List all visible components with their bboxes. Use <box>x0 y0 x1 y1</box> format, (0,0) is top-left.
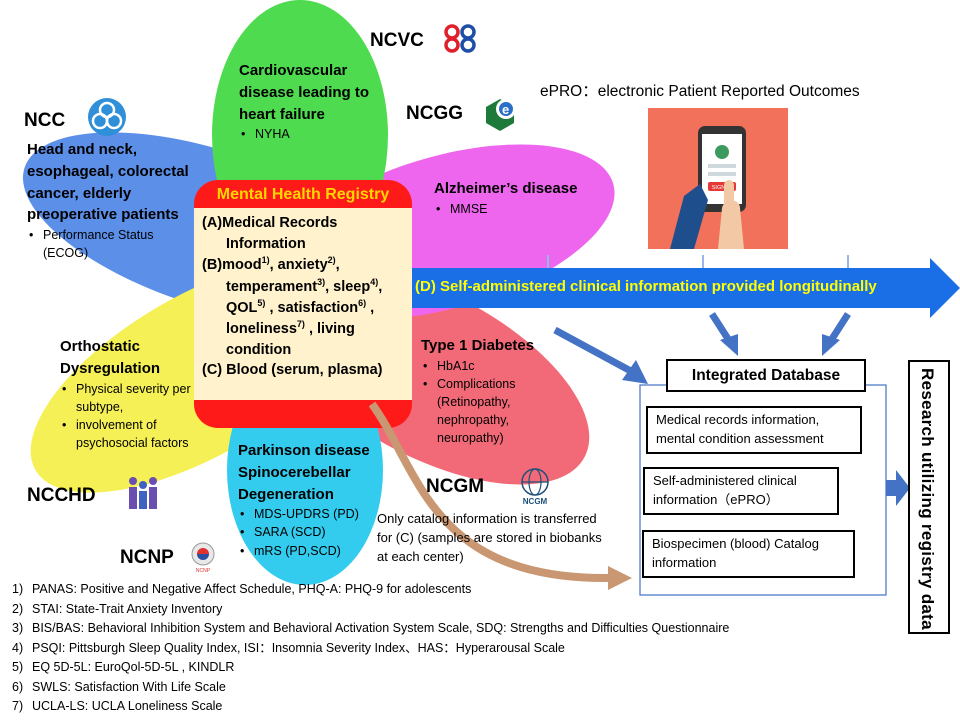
petal-cancer-title: Head and neck, esophageal, colorectal ca… <box>27 141 189 224</box>
registry-b-3: QOL5) , satisfaction6) , <box>226 297 375 316</box>
petal-diabetes-item-1: HbA1c <box>421 357 561 375</box>
epro-title: ePRO：electronic Patient Reported Outcome… <box>540 83 860 100</box>
org-ncnp: NCNP <box>120 547 174 568</box>
org-ncgg: NCGG <box>406 103 463 124</box>
research-box: Research utilizing registry data <box>908 360 950 634</box>
ncgm-logo-icon: NCGM <box>521 468 549 506</box>
registry-body: (A)Medical Records Information (B)mood1)… <box>194 208 412 400</box>
epro-image: SIGN IN <box>648 108 788 249</box>
org-ncchd: NCCHD <box>27 485 96 506</box>
petal-orthostatic-item-2: involvement of psychosocial factors <box>60 416 210 452</box>
registry-title: Mental Health Registry <box>216 186 390 203</box>
petal-parkinson-item-1: MDS-UPDRS (PD) <box>238 505 380 523</box>
database-box-medical: Medical records information, mental cond… <box>646 406 862 454</box>
registry-a: (A)Medical Records <box>202 215 338 231</box>
database-box-biospecimen: Biospecimen (blood) Catalog information <box>642 530 855 578</box>
research-arrow <box>886 470 910 506</box>
database-title: Integrated Database <box>666 359 866 392</box>
smartphone-icon: SIGN IN <box>670 126 746 249</box>
footnote-6: 6)SWLS: Satisfaction With Life Scale <box>12 679 226 694</box>
footnote-2: 2)STAI: State-Trait Anxiety Inventory <box>12 601 223 616</box>
registry-b-1: (B)mood1), anxiety2), <box>202 255 340 273</box>
petal-parkinson-item-3: mRS (PD,SCD) <box>238 542 380 560</box>
petal-orthostatic-text: Orthostatic Dysregulation Physical sever… <box>60 336 210 452</box>
footnote-1: 1)PANAS: Positive and Negative Affect Sc… <box>12 582 472 596</box>
epro-arrow-text: (D) Self-administered clinical informati… <box>415 278 877 295</box>
petal-alzheimer-text: Alzheimer’s disease MMSE <box>434 178 624 218</box>
petal-diabetes-item-2: Complications (Retinopathy, nephropathy,… <box>421 375 557 448</box>
ncnp-logo-icon: NCNP <box>191 542 215 574</box>
footnote-7: 7)UCLA-LS: UCLA Loneliness Scale <box>12 699 223 713</box>
petal-cancer-text: Head and neck, esophageal, colorectal ca… <box>27 139 192 262</box>
epro-arrow-shape <box>370 258 960 318</box>
research-text: Research utilizing registry data <box>918 368 937 630</box>
ncchd-logo-icon <box>129 477 157 509</box>
petal-cardio-item: NYHA <box>239 125 379 143</box>
registry-c: (C) Blood (serum, plasma) <box>202 362 383 379</box>
petal-parkinson-text: Parkinson disease Spinocerebellar Degene… <box>238 440 380 560</box>
registry-b-4: loneliness7) , living <box>226 319 355 338</box>
catalog-note: Only catalog information is transferred … <box>377 511 602 564</box>
catalog-arrow <box>368 401 611 583</box>
ncgg-logo-icon: e <box>486 99 516 131</box>
footnote-4: 4)PSQI: Pittsburgh Sleep Quality Index, … <box>12 640 565 655</box>
ncc-logo-icon <box>88 98 126 136</box>
database-box-epro: Self-administered clinical information（e… <box>643 467 839 515</box>
petal-alzheimer-title: Alzheimer’s disease <box>434 180 578 197</box>
footnotes: 1)PANAS: Positive and Negative Affect Sc… <box>12 580 892 717</box>
petal-parkinson-item-2: SARA (SCD) <box>238 523 380 541</box>
petal-orthostatic-title: Orthostatic Dysregulation <box>60 338 161 377</box>
ncnp-logo-text: NCNP <box>196 568 211 574</box>
petal-diabetes-title: Type 1 Diabetes <box>421 337 535 354</box>
registry-a2: Information <box>226 235 306 252</box>
petal-cardio-text: Cardiovascular disease leading to heart … <box>239 60 379 144</box>
org-ncgm: NCGM <box>426 476 485 497</box>
org-ncc: NCC <box>24 110 66 131</box>
petal-diabetes-text: Type 1 Diabetes HbA1c Complications (Ret… <box>421 335 561 447</box>
svg-text:e: e <box>502 102 509 117</box>
petal-orthostatic-item-1: Physical severity per subtype, <box>60 380 210 416</box>
phone-signin-text: SIGN IN <box>712 185 733 191</box>
petal-parkinson-title: Parkinson disease Spinocerebellar Degene… <box>238 442 370 503</box>
footnote-3: 3)BIS/BAS: Behavioral Inhibition System … <box>12 621 730 635</box>
petal-alzheimer-item: MMSE <box>434 200 624 218</box>
ncvc-logo-icon <box>444 24 476 53</box>
registry-b-5: condition <box>226 341 292 358</box>
petal-cardio-title: Cardiovascular disease leading to heart … <box>239 62 370 123</box>
org-ncvc: NCVC <box>370 30 424 51</box>
ncgm-logo-text: NCGM <box>523 497 548 506</box>
footnote-5: 5)EQ 5D-5L: EuroQol-5D-5L , KINDLR <box>12 660 235 674</box>
petal-cancer-item: Performance Status (ECOG) <box>27 226 193 262</box>
registry-b-2: temperament3), sleep4), <box>226 276 383 295</box>
